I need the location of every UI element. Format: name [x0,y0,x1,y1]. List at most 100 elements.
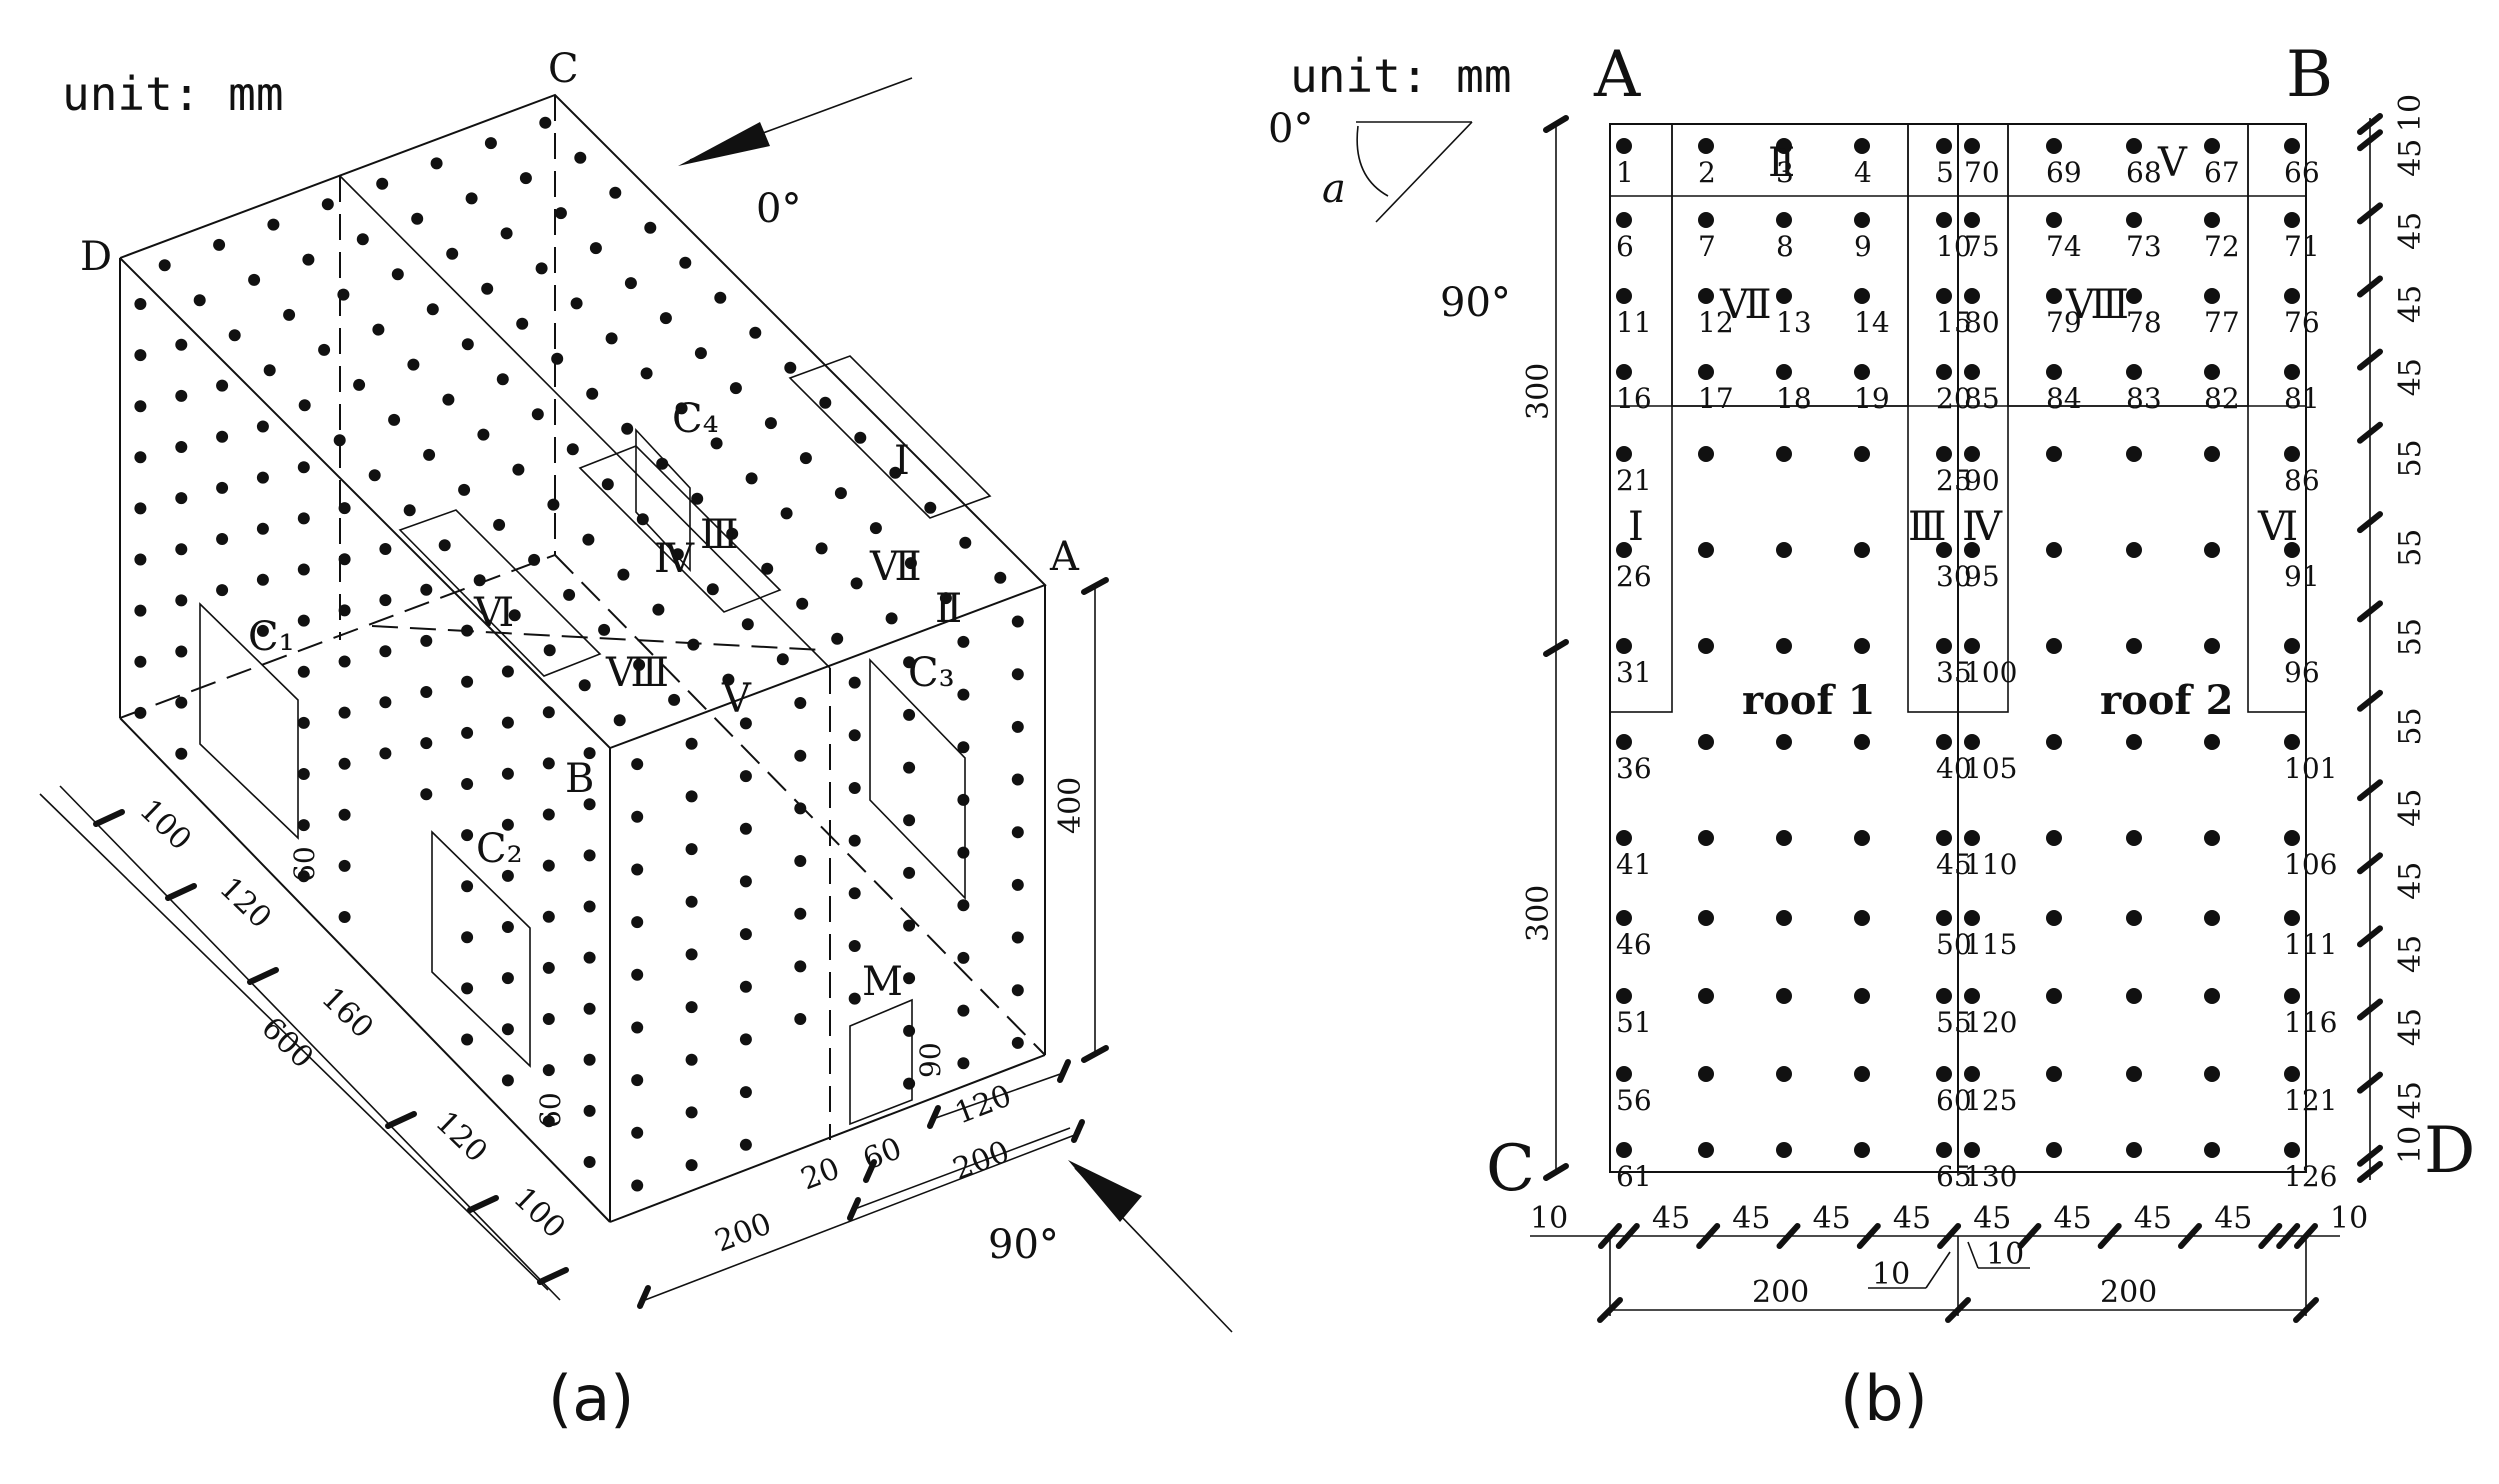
pressure-tap [1936,542,1952,558]
pressure-tap [903,656,916,669]
pressure-tap [302,253,315,266]
pressure-tap [609,186,622,199]
pressure-tap [473,574,486,587]
tap-number: 75 [1964,230,2000,263]
pressure-tap [578,679,591,692]
pressure-tap [542,1115,555,1128]
pressure-tap [297,768,310,780]
region-vii-label-b: Ⅶ [1719,282,1772,328]
pressure-tap [2204,830,2220,846]
pressure-tap [903,708,916,721]
region-v-label: Ⅴ [721,676,752,722]
pressure-tap [1854,212,1870,228]
dim-mid-10b-leader-diag [1967,1241,1979,1269]
dim-window-60a: 60 [288,846,321,882]
region-i-label: Ⅰ [894,438,910,484]
tap-number: 125 [1964,1084,2017,1117]
wind-angle-0-label: 0° [756,186,801,232]
dim-right-segment: 45 [2393,285,2428,323]
pressure-tap [298,399,311,412]
pressure-tap [1964,446,1980,462]
pressure-tap [903,866,916,879]
panel-a-caption: (a) [548,1362,634,1435]
pressure-tap [134,604,147,617]
dim-bottom-segment: 45 [1732,1201,1770,1236]
pressure-tap [1776,910,1792,926]
opening-c3-label: C₃ [908,650,955,696]
tap-number: 11 [1616,306,1652,339]
tick [2357,1161,2383,1183]
tick [2357,275,2383,298]
pressure-tap [2046,138,2062,154]
dim-right-segment: 45 [2393,789,2428,827]
pressure-tap [722,673,735,686]
pressure-tap [477,428,490,441]
pressure-tap [1964,638,1980,654]
pressure-tap [356,233,369,246]
pressure-tap [1964,542,1980,558]
pressure-tap [2284,638,2300,654]
pressure-tap [2126,446,2142,462]
pressure-tap [583,951,596,964]
tick [2357,511,2383,534]
tick [1543,1163,1569,1181]
pressure-tap [297,819,310,832]
tap-number: 70 [1964,156,2000,189]
dim-left-100b: 100 [506,1181,572,1246]
pressure-tap [1776,364,1792,380]
pressure-tap [776,653,789,666]
wind-arrow-90-head [1068,1160,1142,1222]
region-i-strip [1609,123,1673,713]
pressure-tap [134,655,147,668]
tap-number: 100 [1964,656,2017,689]
tap-number: 115 [1964,928,2017,961]
pressure-tap [2046,542,2062,558]
pressure-tap [2284,288,2300,304]
pressure-tap [531,408,544,421]
pressure-tap [321,198,334,211]
pressure-tap [1776,542,1792,558]
region-iii-label-b: Ⅲ [1908,504,1947,550]
pressure-tap [2126,734,2142,750]
pressure-tap [1854,446,1870,462]
tick [2357,852,2383,875]
tap-number: 35 [1936,656,1972,689]
pressure-tap [543,644,556,657]
pressure-tap [848,782,861,794]
region-iv-label-b: Ⅳ [1962,504,2003,550]
pressure-tap [372,323,385,336]
pressure-tap [297,716,310,729]
opening-c4-label: C₄ [672,396,719,442]
pressure-tap [848,992,861,1005]
pressure-tap [501,1074,514,1087]
pressure-tap [631,1126,644,1139]
dim-front-120: 120 [950,1078,1016,1131]
pressure-tap [749,326,762,339]
pressure-tap [2284,364,2300,380]
tap-number: 15 [1936,306,1972,339]
tick [2357,998,2383,1021]
tick [1057,1059,1071,1083]
pressure-tap [687,638,700,651]
pressure-tap [631,1021,644,1034]
tap-number: 105 [1964,752,2017,785]
pressure-tap [2204,288,2220,304]
pressure-tap [2126,1066,2142,1082]
pressure-tap [2046,288,2062,304]
dim-left-total: 600 [254,1011,320,1076]
pressure-tap [854,431,867,444]
pressure-tap [1854,1142,1870,1158]
pressure-tap [1011,826,1024,839]
tap-number: 55 [1936,1006,1972,1039]
dim-window-60b: 60 [534,1092,567,1128]
tap-number: 77 [2204,306,2240,339]
pressure-tap [1854,1066,1870,1082]
tap-number: 69 [2046,156,2082,189]
dim-mid-10a-leader-diag [1925,1251,1951,1289]
tap-number: 12 [1698,306,1734,339]
pressure-tap [2204,734,2220,750]
pressure-tap [501,869,514,882]
opening-c2 [431,830,531,1068]
pressure-tap [848,940,861,952]
tick [2357,1144,2383,1167]
